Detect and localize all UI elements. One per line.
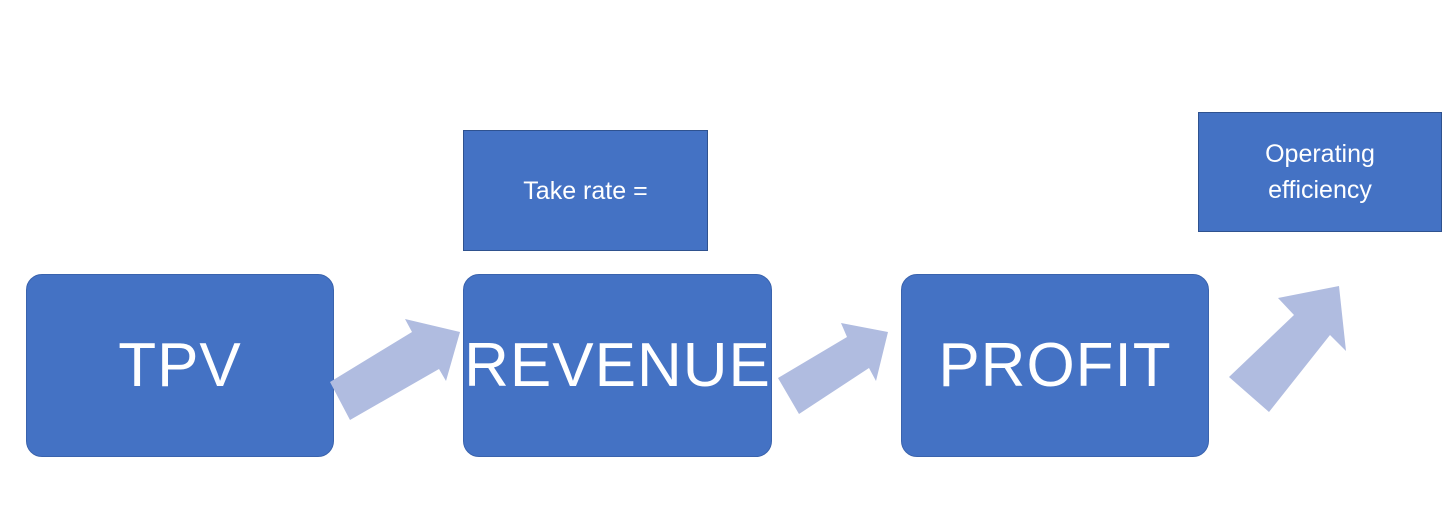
take-rate-box: Take rate = <box>463 130 708 251</box>
revenue-label: REVENUE <box>464 331 771 400</box>
take-rate-label: Take rate = <box>523 176 648 205</box>
tpv-label: TPV <box>118 331 242 400</box>
arrow-tpv-to-revenue-icon <box>330 319 460 420</box>
tpv-box: TPV <box>26 274 334 457</box>
arrow-profit-up-icon <box>1229 286 1346 412</box>
profit-box: PROFIT <box>901 274 1209 457</box>
arrow-revenue-to-profit-icon <box>778 323 888 414</box>
profit-label: PROFIT <box>938 331 1172 400</box>
revenue-box: REVENUE <box>463 274 772 457</box>
operating-efficiency-label: Operating efficiency <box>1265 140 1375 204</box>
operating-efficiency-box: Operating efficiency <box>1198 112 1442 232</box>
